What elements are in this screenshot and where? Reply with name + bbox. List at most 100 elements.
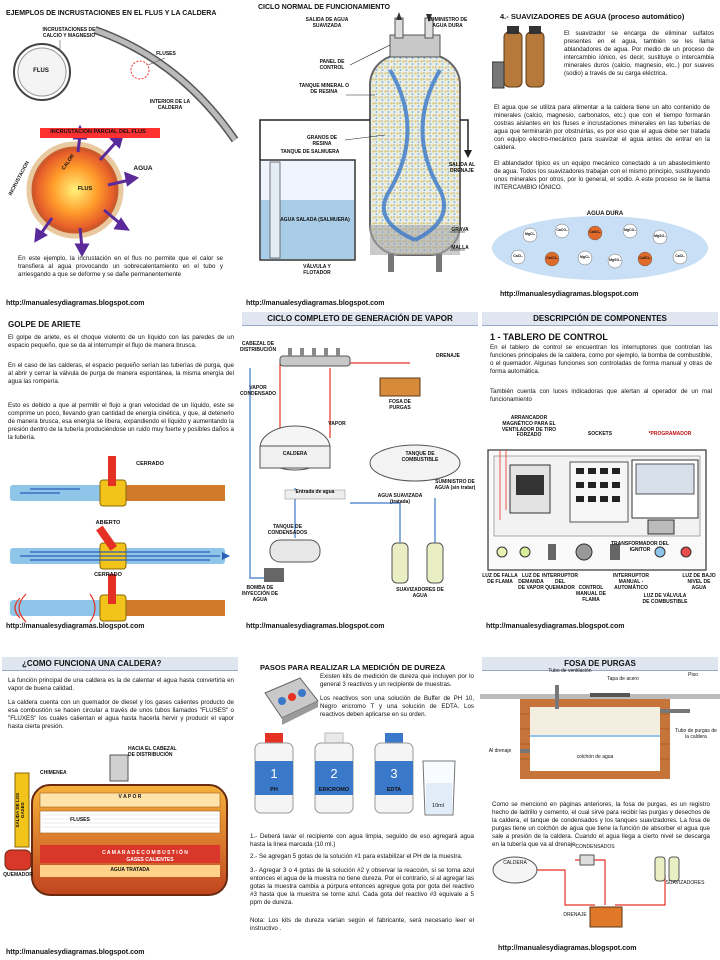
label-control-manual: CONTROL MANUAL DE FLAMA (576, 585, 606, 603)
label-suavizadores: SUAVIZADORES (665, 880, 705, 886)
agua-dura-diagram (492, 216, 708, 280)
label-al-drenaje: Al drenaje (488, 748, 512, 754)
label-interruptor-ma: INTERRUPTOR MANUAL - AUTOMÁTICO (612, 573, 650, 591)
label-suministro: SUMINISTRO DE AGUA (sin tratar) (434, 479, 476, 491)
ion: CaSO₄ (639, 256, 651, 260)
panel-suavizadores: 4.- SUAVIZADORES DE AGUA (proceso automá… (480, 0, 720, 310)
label-interruptor-q: INTERRUPTOR DEL QUEMADOR (542, 573, 579, 591)
beaker-label: 10ml (432, 803, 444, 809)
ion: CaCl₂ (675, 254, 685, 258)
label-malla: MALLA (451, 245, 469, 251)
caldera-diagram (4, 754, 228, 896)
panel-dureza: PASOS PARA REALIZAR LA MEDICIÓN DE DUREZ… (240, 655, 480, 960)
label-fluses: FLUSES (70, 817, 90, 823)
label-luz-falla: LUZ DE FALLA DE FLAMA (482, 573, 518, 585)
ion: MgCO₃ (624, 228, 636, 232)
label-valvula: VÁLVULA Y FLOTADOR (303, 264, 331, 276)
p9-para: Como se mencionó en páginas anteriores, … (492, 801, 710, 849)
label-condensados: CONDENSADOS (575, 844, 615, 850)
label-cerrado-1: CERRADO (136, 461, 164, 467)
label-caldera: CALDERA (503, 860, 527, 866)
label-tanque-cond: TANQUE DE CONDENSADOS (267, 524, 308, 536)
ion: MgCl₂ (579, 255, 591, 259)
label-luz-bajo: LUZ DE BAJO NIVEL DE AGUA (682, 573, 716, 591)
label-agua: AGUA (133, 165, 153, 172)
blog-link[interactable]: http://manualesydiagramas.blogspot.com (498, 945, 637, 952)
label-salida-suave: SALIDA DE AGUA SUAVIZADA (305, 17, 349, 29)
label-granos: GRANOS DE RESINA (306, 135, 338, 147)
label-abierto: ABIERTO (95, 520, 121, 526)
label-panel: PANEL DE CONTROL (319, 59, 345, 71)
tablero-diagram (487, 449, 707, 571)
label-luz-demanda: LUZ DE DEMANDA DE VAPOR (518, 573, 544, 591)
label-parcial: INCRUSTACION PARCIAL DEL FLUS (50, 129, 146, 135)
label-tubo-purgas: Tubo de purgas de la caldera (675, 728, 717, 740)
label-entrada: Entrada de agua (295, 489, 335, 495)
p6-para2: También cuenta con luces indicadoras que… (490, 388, 712, 404)
label-suavizadores: SUAVIZADORES DE AGUA (396, 587, 444, 599)
label-drenaje: SALIDA AL DRENAJE (448, 162, 476, 174)
label-drenaje: DRENAJE (436, 353, 460, 359)
panel-incrustaciones: EJEMPLOS DE INCRUSTACIONES EN EL FLUS Y … (0, 0, 240, 310)
label-flus: FLUS (33, 68, 49, 74)
p1-body: En este ejemplo, la incrustación en el f… (18, 255, 223, 279)
p8-step3: 3.- Agregar 3 o 4 gotas de la solución #… (250, 867, 474, 907)
panel-ciclo-normal: CICLO NORMAL DE FUNCIONAMIENTO (240, 0, 480, 310)
reagent-bottles (254, 732, 456, 816)
label-interior: INTERIOR DE LA CALDERA (149, 99, 191, 111)
label-bomba: BOMBA DE INYECCIÓN DE AGUA (241, 585, 279, 603)
label-gases: GASES CALIENTES (126, 857, 174, 863)
label-vapor: VAPOR (328, 421, 346, 427)
p8-step1: 1.- Deberá lavar el recipiente con agua … (250, 833, 474, 849)
panel-componentes: DESCRIPCIÓN DE COMPONENTES 1 - TABLERO D… (480, 310, 720, 635)
label-chimenea: CHIMENEA (40, 770, 67, 776)
label-agua-dura: AGUA DURA (586, 211, 624, 217)
label-tanque-mineral: TANQUE MINERAL O DE RESINA (298, 83, 350, 95)
test-kit-icon (264, 677, 319, 725)
p8-intro2: Los reactivos son una solución de Buffer… (320, 695, 474, 719)
blog-link[interactable]: http://manualesydiagramas.blogspot.com (6, 623, 145, 630)
label-fluses: FLUSES (156, 51, 176, 57)
label-incrustaciones: INCRUSTACIONES DE CALCIO Y MAGNESIO (42, 27, 96, 39)
ion: MgCl₂ (524, 232, 536, 236)
blog-link[interactable]: http://manualesydiagramas.blogspot.com (500, 291, 639, 298)
label-camara: C A M A R A D E C O M B U S T I Ó N (102, 850, 188, 856)
ion: CaCO₃ (546, 256, 558, 260)
ion: CaCO₃ (556, 228, 568, 232)
ion: CaCl₂ (513, 254, 523, 258)
label-caldera: CALDERA (282, 451, 308, 457)
fosa-diagram (480, 685, 720, 779)
p9-title: FOSA DE PURGAS (482, 657, 718, 671)
label-piso: Piso (688, 672, 698, 678)
blog-link[interactable]: http://manualesydiagramas.blogspot.com (246, 623, 385, 630)
ion: MgSO₄ (654, 234, 666, 238)
blog-link[interactable]: http://manualesydiagramas.blogspot.com (246, 300, 385, 307)
label-cabezal: CABEZAL DE DISTRIBUCIÓN (240, 341, 277, 353)
blog-link[interactable]: http://manualesydiagramas.blogspot.com (6, 949, 145, 956)
p6-para1: En el tablero de control se encuentran l… (490, 344, 712, 376)
p6-subtitle: 1 - TABLERO DE CONTROL (490, 332, 608, 342)
label-salmuera: TANQUE DE SALMUERA (280, 149, 340, 155)
ion: CaSO₄ (589, 230, 601, 234)
softener-diagram (259, 12, 472, 272)
label-sockets: SOCKETS (587, 431, 613, 437)
p5-title: CICLO COMPLETO DE GENERACIÓN DE VAPOR (242, 312, 478, 326)
blog-link[interactable]: http://manualesydiagramas.blogspot.com (6, 300, 145, 307)
incrustaciones-diagram (13, 26, 239, 258)
golpe-ariete-diagram (10, 456, 230, 623)
label-colchon: colchón de agua (576, 754, 614, 760)
p4-para1: El golpe de ariete, es el choque violent… (8, 334, 234, 350)
label-fosa: FOSA DE PURGAS (388, 399, 412, 411)
label-vapor: V A P O R (118, 794, 142, 800)
bottle-number: 1 (270, 766, 278, 781)
label-transformador: TRANSFORMADOR DEL IGNITOR (610, 541, 670, 553)
label-agua-suav: AGUA SUAVIZADA (tratada) (377, 493, 423, 505)
label-tapa: Tapa de acero (607, 676, 639, 682)
panel-golpe-ariete: GOLPE DE ARIETE El golpe de ariete, es e… (0, 310, 240, 635)
p8-intro1: Existen kits de medición de dureza que i… (320, 673, 474, 689)
panel-como-funciona: ¿COMO FUNCIONA UNA CALDERA? La función p… (0, 655, 240, 960)
blog-link[interactable]: http://manualesydiagramas.blogspot.com (486, 623, 625, 630)
p3-para2: El agua que se utiliza para alimentar a … (494, 104, 710, 152)
bottle-number: 2 (330, 766, 338, 781)
fosa-flow-diagram (492, 854, 680, 928)
